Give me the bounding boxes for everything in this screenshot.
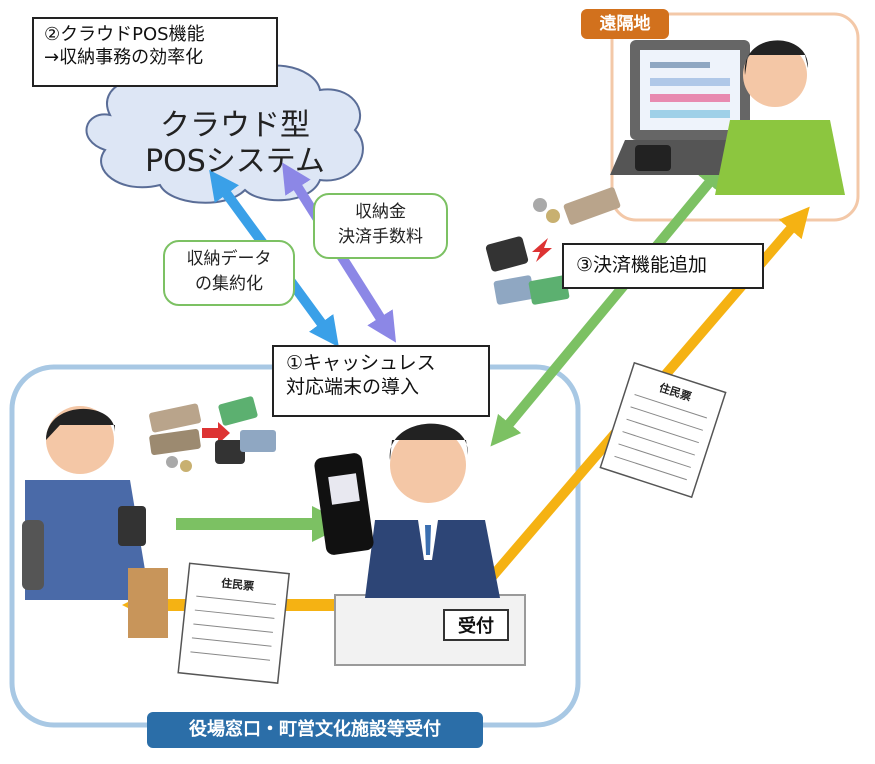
- payment-terminal: [314, 453, 374, 555]
- cloud-pos-function-box: ②クラウドPOS機能 →収納事務の効率化: [32, 17, 278, 87]
- payment-methods-counter: [149, 396, 276, 472]
- cloud-label-line-1: クラウド型: [160, 108, 310, 143]
- customer-figure: [22, 406, 168, 638]
- cloud-label-line-2: POSシステム: [145, 144, 325, 179]
- resident-card-counter: 住民票: [177, 562, 290, 684]
- payment-fees-line-2: 決済手数料: [338, 226, 423, 247]
- cashless-terminal-box: ①キャッシュレス 対応端末の導入: [272, 345, 490, 417]
- payment-function-box: ③決済機能追加: [562, 243, 764, 289]
- resident-card-remote: 住民票: [599, 361, 727, 499]
- reception-sign-text: 受付: [458, 615, 494, 637]
- reception-sign: [443, 609, 509, 641]
- collect-data-label-box: 収納データ の集約化: [163, 240, 295, 306]
- payment-function-label: ③決済機能追加: [576, 254, 708, 277]
- collect-data-line-1: 収納データ: [186, 249, 272, 269]
- payment-function-arrow: [490, 160, 728, 447]
- resident-card-title: 住民票: [221, 576, 255, 593]
- remote-location-tag: 遠隔地: [581, 9, 669, 39]
- payment-fees-line-1: 収納金: [355, 202, 406, 222]
- payment-methods-remote: [485, 187, 621, 305]
- remote-worker-figure: [610, 40, 845, 195]
- cashless-terminal-line-2: 対応端末の導入: [286, 375, 420, 398]
- cloud-pos-function-line-2: →収納事務の効率化: [44, 46, 204, 68]
- payment-fees-label-box: 収納金 決済手数料: [313, 193, 448, 259]
- cloud-label: クラウド型 POSシステム: [130, 108, 340, 180]
- counter-location-tag: 役場窓口・町営文化施設等受付: [147, 712, 483, 748]
- cloud-pos-function-line-1: ②クラウドPOS機能: [44, 24, 205, 45]
- cashless-terminal-line-1: ①キャッシュレス: [286, 352, 436, 374]
- collect-data-line-2: の集約化: [195, 273, 263, 294]
- staff-figure: [314, 423, 500, 598]
